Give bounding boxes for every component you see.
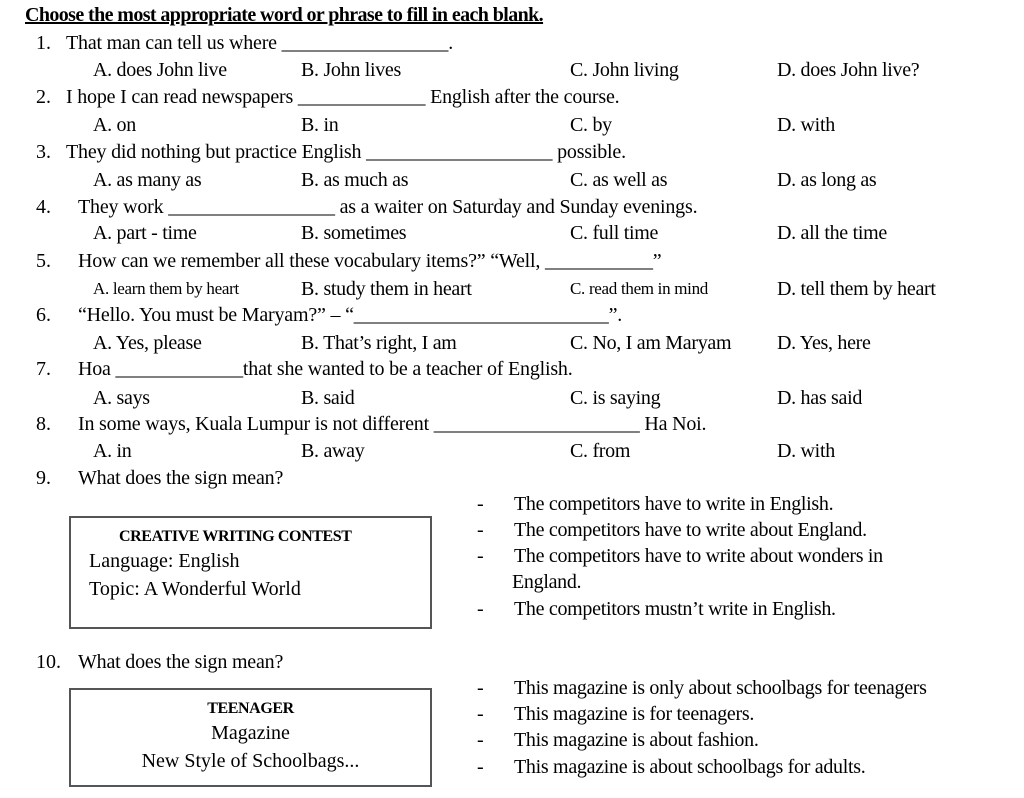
option-a[interactable]: A. Yes, please — [93, 332, 202, 354]
option-c[interactable]: C. full time — [570, 222, 659, 244]
option-b[interactable]: B. study them in heart — [301, 278, 472, 300]
question-text: That man can tell us where _____________… — [66, 32, 454, 54]
question-number: 6. — [36, 304, 51, 326]
option-d[interactable]: D. with — [777, 114, 835, 136]
option-b[interactable]: B. away — [301, 440, 365, 462]
option-a[interactable]: A. does John live — [93, 59, 227, 81]
option-a[interactable]: A. part - time — [93, 222, 197, 244]
question-text: In some ways, Kuala Lumpur is not differ… — [78, 413, 707, 435]
bullet-dash: - — [477, 703, 484, 725]
option-a[interactable]: A. as many as — [93, 169, 202, 191]
page-title: Choose the most appropriate word or phra… — [25, 4, 544, 26]
option-d[interactable]: D. all the time — [777, 222, 887, 244]
question-text: They did nothing but practice English __… — [66, 141, 626, 163]
option-c[interactable]: C. John living — [570, 59, 679, 81]
question-text: “Hello. You must be Maryam?” – “________… — [78, 304, 623, 326]
bullet-dash: - — [477, 519, 484, 541]
answer-option[interactable]: This magazine is for teenagers. — [514, 703, 755, 725]
answer-option[interactable]: The competitors have to write in English… — [514, 493, 834, 515]
sign-line: Magazine — [211, 722, 290, 744]
option-b[interactable]: B. sometimes — [301, 222, 407, 244]
option-c[interactable]: C. from — [570, 440, 631, 462]
option-d[interactable]: D. tell them by heart — [777, 278, 936, 300]
question-number: 8. — [36, 413, 51, 435]
question-number: 10. — [36, 651, 61, 673]
option-b[interactable]: B. said — [301, 387, 355, 409]
question-number: 4. — [36, 196, 51, 218]
sign-line: Topic: A Wonderful World — [89, 578, 301, 600]
option-c[interactable]: C. No, I am Maryam — [570, 332, 732, 354]
option-d[interactable]: D. Yes, here — [777, 332, 871, 354]
bullet-dash: - — [477, 729, 484, 751]
option-c[interactable]: C. as well as — [570, 169, 668, 191]
answer-option-continued: England. — [512, 571, 582, 593]
question-text: What does the sign mean? — [78, 651, 284, 673]
bullet-dash: - — [477, 545, 484, 567]
question-number: 7. — [36, 358, 51, 380]
option-d[interactable]: D. with — [777, 440, 835, 462]
option-d[interactable]: D. has said — [777, 387, 863, 409]
sign-heading: CREATIVE WRITING CONTEST — [119, 528, 352, 545]
question-text: What does the sign mean? — [78, 467, 284, 489]
sign-box: TEENAGER Magazine New Style of Schoolbag… — [69, 688, 432, 787]
option-a[interactable]: A. on — [93, 114, 136, 136]
option-a[interactable]: A. learn them by heart — [93, 279, 239, 298]
option-b[interactable]: B. as much as — [301, 169, 409, 191]
question-number: 3. — [36, 141, 51, 163]
answer-option[interactable]: This magazine is only about schoolbags f… — [514, 677, 927, 699]
option-b[interactable]: B. John lives — [301, 59, 401, 81]
option-c[interactable]: C. read them in mind — [570, 279, 709, 298]
question-text: How can we remember all these vocabulary… — [78, 250, 662, 272]
option-a[interactable]: A. in — [93, 440, 132, 462]
option-b[interactable]: B. in — [301, 114, 339, 136]
question-text: I hope I can read newspapers ___________… — [66, 86, 620, 108]
sign-box: CREATIVE WRITING CONTEST Language: Engli… — [69, 516, 432, 629]
option-c[interactable]: C. is saying — [570, 387, 661, 409]
bullet-dash: - — [477, 493, 484, 515]
sign-line: New Style of Schoolbags... — [141, 750, 360, 772]
sign-heading: TEENAGER — [207, 700, 294, 717]
bullet-dash: - — [477, 756, 484, 778]
question-number: 1. — [36, 32, 51, 54]
answer-option[interactable]: The competitors have to write about wond… — [514, 545, 883, 567]
bullet-dash: - — [477, 598, 484, 620]
answer-option[interactable]: The competitors mustn’t write in English… — [514, 598, 836, 620]
sign-line: Language: English — [89, 550, 240, 572]
answer-option[interactable]: This magazine is about fashion. — [514, 729, 759, 751]
bullet-dash: - — [477, 677, 484, 699]
question-number: 2. — [36, 86, 51, 108]
option-a[interactable]: A. says — [93, 387, 150, 409]
answer-option[interactable]: This magazine is about schoolbags for ad… — [514, 756, 866, 778]
question-number: 5. — [36, 250, 51, 272]
question-text: Hoa _____________that she wanted to be a… — [78, 358, 573, 380]
question-number: 9. — [36, 467, 51, 489]
option-d[interactable]: D. as long as — [777, 169, 877, 191]
question-text: They work _________________ as a waiter … — [78, 196, 698, 218]
option-d[interactable]: D. does John live? — [777, 59, 920, 81]
option-b[interactable]: B. That’s right, I am — [301, 332, 457, 354]
answer-option[interactable]: The competitors have to write about Engl… — [514, 519, 867, 541]
option-c[interactable]: C. by — [570, 114, 612, 136]
